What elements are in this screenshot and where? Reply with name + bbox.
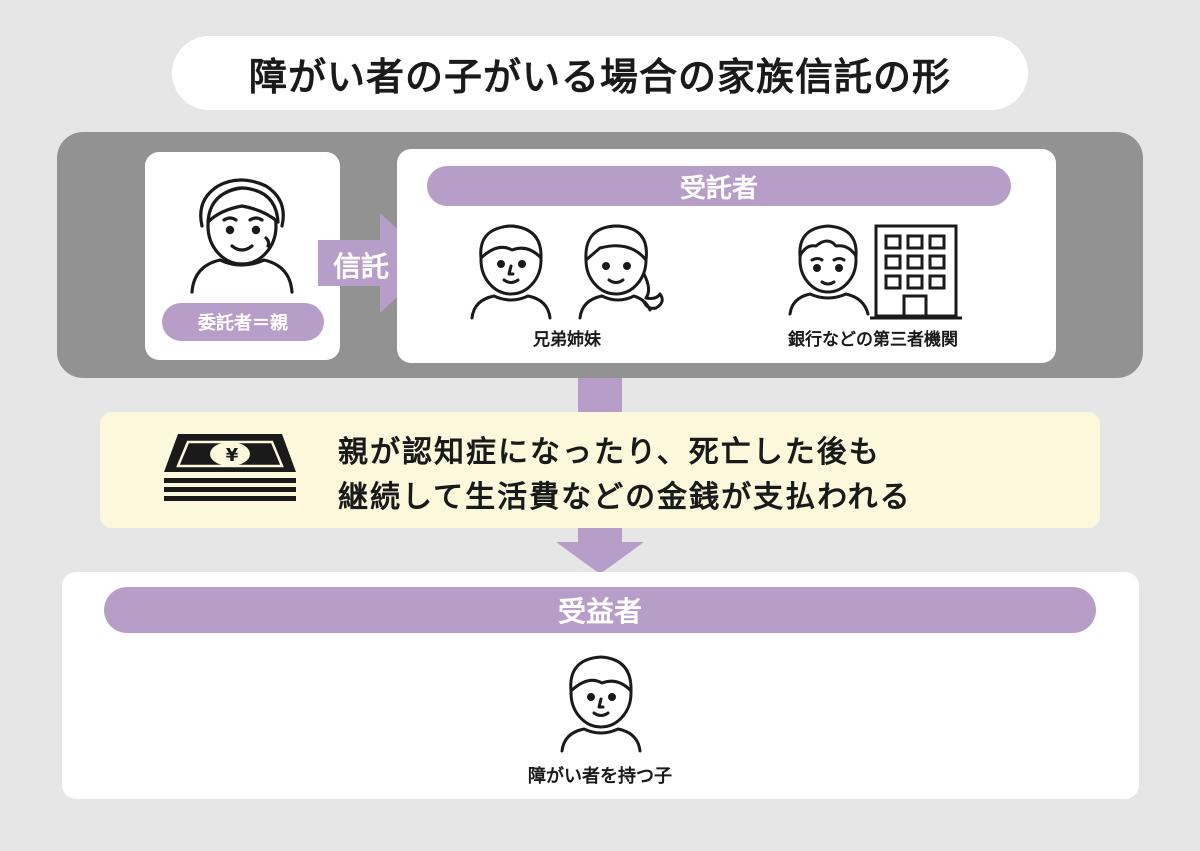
note-line-2: 継続して生活費などの金銭が支払われる	[338, 480, 912, 515]
third-party-label: 銀行などの第三者機関	[788, 330, 958, 350]
trustee-header: 受託者	[427, 166, 1011, 206]
settlor-label: 委託者＝親	[162, 303, 324, 341]
brother-icon	[470, 224, 552, 320]
beneficiary-person-label: 障がい者を持つ子	[528, 766, 672, 787]
bank-building-icon	[870, 224, 962, 320]
note-line-1: 親が認知症になったり、死亡した後も	[338, 435, 881, 470]
beneficiary-header: 受益者	[104, 587, 1096, 633]
trust-arrow-label: 信託	[332, 250, 389, 283]
yen-symbol: ¥	[225, 444, 239, 466]
sister-icon	[578, 224, 664, 320]
money-stack-icon	[164, 434, 296, 501]
elderly-parent-icon	[190, 178, 294, 294]
note-text: 親が認知症になったり、死亡した後も 継続して生活費などの金銭が支払われる	[338, 430, 1058, 520]
page-title: 障がい者の子がいる場合の家族信託の形	[172, 36, 1028, 110]
third-party-person-icon	[788, 224, 870, 316]
siblings-label: 兄弟姉妹	[533, 330, 601, 350]
connector-bar	[578, 378, 622, 412]
child-icon	[560, 655, 642, 753]
down-arrow	[556, 528, 644, 574]
